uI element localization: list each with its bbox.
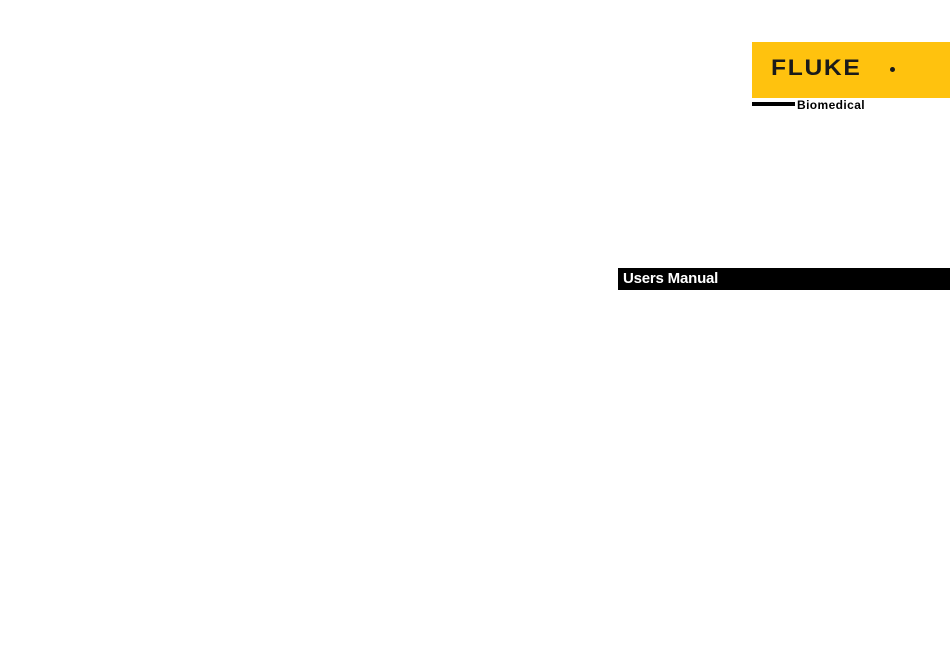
document-title-bar: Users Manual: [618, 268, 950, 290]
registered-mark-icon: [890, 67, 895, 72]
logo-wordmark: FLUKE: [771, 55, 862, 81]
logo-divider-bar: [752, 102, 795, 106]
logo-division-label: Biomedical: [797, 97, 865, 113]
document-title: Users Manual: [623, 269, 718, 289]
fluke-logo: FLUKE: [752, 42, 950, 98]
